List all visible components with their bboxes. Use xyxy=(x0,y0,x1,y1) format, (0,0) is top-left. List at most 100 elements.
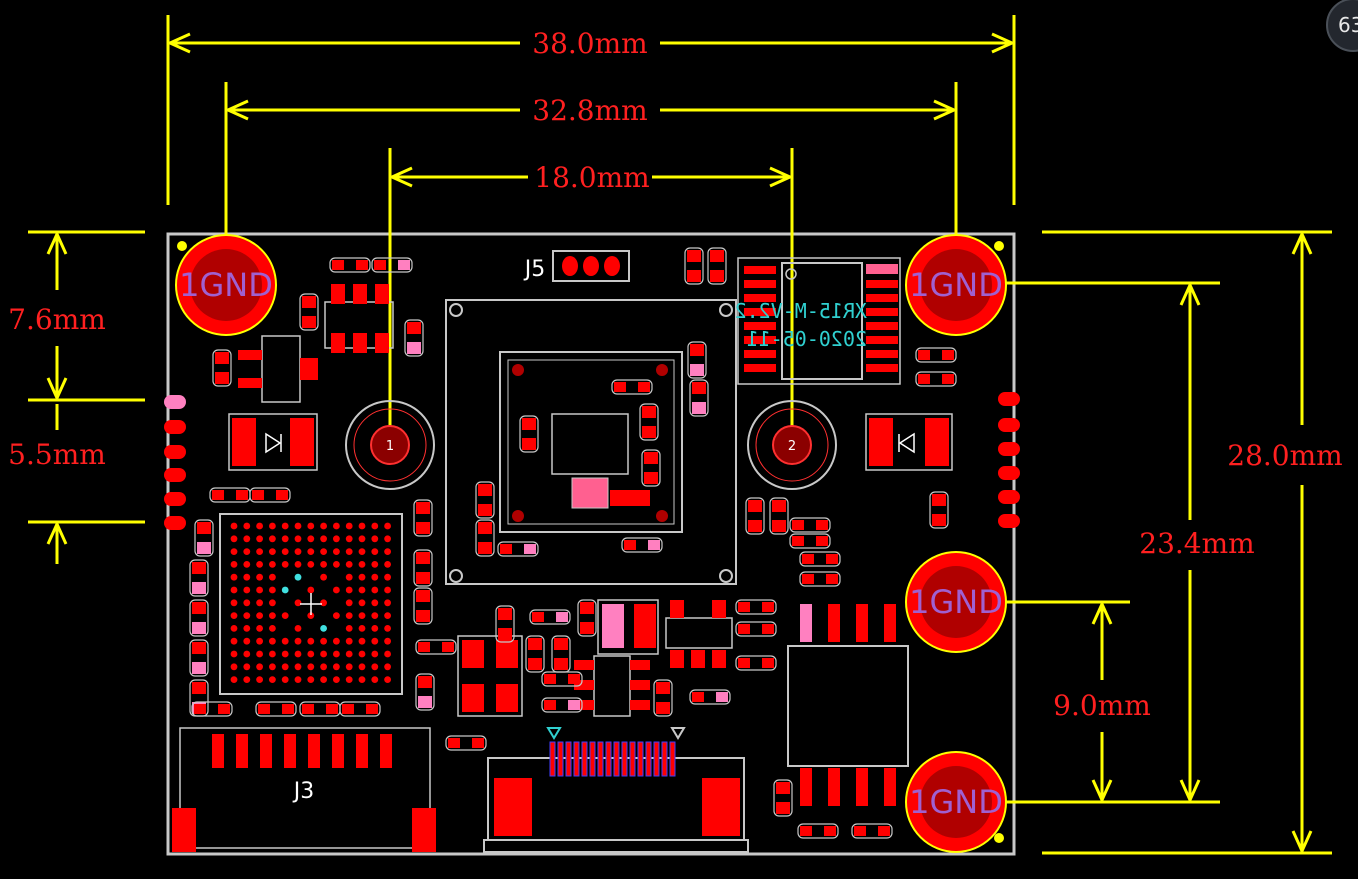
dim-7-6mm-label: 7.6mm xyxy=(8,303,106,336)
gnd-label: 1GND xyxy=(909,266,1003,304)
bga-ball xyxy=(243,561,251,568)
bga-ball xyxy=(371,573,379,581)
bga-ball xyxy=(358,535,366,543)
bga-ball xyxy=(269,650,276,658)
bga-ball xyxy=(243,548,251,555)
bga-ball xyxy=(371,548,379,555)
bga-ball xyxy=(320,625,327,632)
usb-pin xyxy=(669,741,676,777)
dim-28mm-label: 28.0mm xyxy=(1227,439,1342,472)
diode-d1 xyxy=(865,413,953,471)
board-outline xyxy=(166,232,1016,856)
usb-pin xyxy=(581,741,588,777)
bga-ball xyxy=(307,548,315,555)
passive-component xyxy=(529,609,571,625)
bga-ball xyxy=(281,535,289,543)
j5-label: J5 xyxy=(523,257,546,282)
passive-component xyxy=(329,257,371,273)
bga-ball xyxy=(281,676,289,683)
bga-ball xyxy=(230,586,238,594)
bga-ball xyxy=(230,612,238,619)
bga-ball xyxy=(307,612,315,619)
bga-ball xyxy=(384,637,391,645)
hole-number: 1 xyxy=(386,439,394,454)
bga-ball xyxy=(243,535,251,543)
bga-ball xyxy=(320,561,327,568)
passive-component xyxy=(299,293,319,331)
dimension-arrows xyxy=(46,32,1313,855)
silk-version: XR15-M-V2.2 xyxy=(735,299,867,323)
bga-chip-u6 xyxy=(219,513,403,695)
bga-ball xyxy=(269,535,276,543)
passive-component xyxy=(799,571,841,587)
passive-component xyxy=(519,415,539,453)
passive-component xyxy=(497,541,539,557)
passive-component xyxy=(255,701,297,717)
passive-component xyxy=(541,697,583,713)
bga-ball xyxy=(358,650,366,658)
bga-ball xyxy=(384,561,391,568)
bga-ball xyxy=(358,625,366,632)
bga-ball xyxy=(307,676,315,683)
gnd-label: 1GND xyxy=(179,266,273,304)
bga-ball xyxy=(256,586,263,594)
passive-component xyxy=(541,671,583,687)
usb-pin xyxy=(597,741,604,777)
bga-ball xyxy=(358,637,366,645)
bga-ball xyxy=(256,522,263,530)
passive-component xyxy=(611,379,653,395)
bga-ball xyxy=(230,548,238,555)
dim-23-4mm-label: 23.4mm xyxy=(1139,527,1254,560)
usb-pin xyxy=(573,741,580,777)
bga-ball xyxy=(333,637,340,645)
bga-ball xyxy=(358,612,366,619)
bga-ball xyxy=(281,637,289,645)
passive-component xyxy=(413,499,433,537)
bga-ball xyxy=(281,650,289,658)
j4-pads xyxy=(164,395,186,530)
gnd-pad-mid-right: 1GND xyxy=(905,551,1007,653)
bga-ball xyxy=(345,663,353,671)
crystal-x1 xyxy=(457,635,523,717)
bga-ball xyxy=(294,625,302,632)
usb-pin xyxy=(661,741,668,777)
bga-ball xyxy=(269,676,276,683)
bga-ball xyxy=(294,676,302,683)
passive-component xyxy=(189,639,209,677)
passive-component xyxy=(735,599,777,615)
passive-component xyxy=(413,587,433,625)
bga-ball xyxy=(230,637,238,645)
passive-component xyxy=(707,247,727,285)
bga-ball xyxy=(345,573,353,581)
usb-pin xyxy=(637,741,644,777)
dim-38mm-label: 38.0mm xyxy=(532,27,647,60)
bga-ball xyxy=(294,561,302,568)
usb-pin xyxy=(605,741,612,777)
bga-ball xyxy=(345,548,353,555)
bga-ball xyxy=(269,663,276,671)
bga-ball xyxy=(333,586,340,594)
dim-9mm-label: 9.0mm xyxy=(1053,689,1151,722)
bga-ball xyxy=(384,522,391,530)
passive-component xyxy=(929,491,949,529)
bga-ball xyxy=(281,612,289,619)
bga-ball xyxy=(358,573,366,581)
gnd-pad-top-right: 1GND xyxy=(905,234,1007,336)
bga-ball xyxy=(294,599,302,607)
bga-ball xyxy=(333,522,340,530)
dim-32-8mm-label: 32.8mm xyxy=(532,94,647,127)
bga-ball xyxy=(269,548,276,555)
bga-ball xyxy=(307,535,315,543)
passive-component xyxy=(745,497,765,535)
bga-ball xyxy=(281,586,289,594)
bga-ball xyxy=(371,625,379,632)
hole-number: 2 xyxy=(788,439,796,454)
pin1-dot xyxy=(994,833,1004,843)
usb-pin xyxy=(621,741,628,777)
passive-component xyxy=(404,319,424,357)
bga-ball xyxy=(294,650,302,658)
passive-component xyxy=(687,341,707,379)
bga-ball xyxy=(333,663,340,671)
bga-ball xyxy=(243,663,251,671)
passive-component xyxy=(212,349,232,387)
